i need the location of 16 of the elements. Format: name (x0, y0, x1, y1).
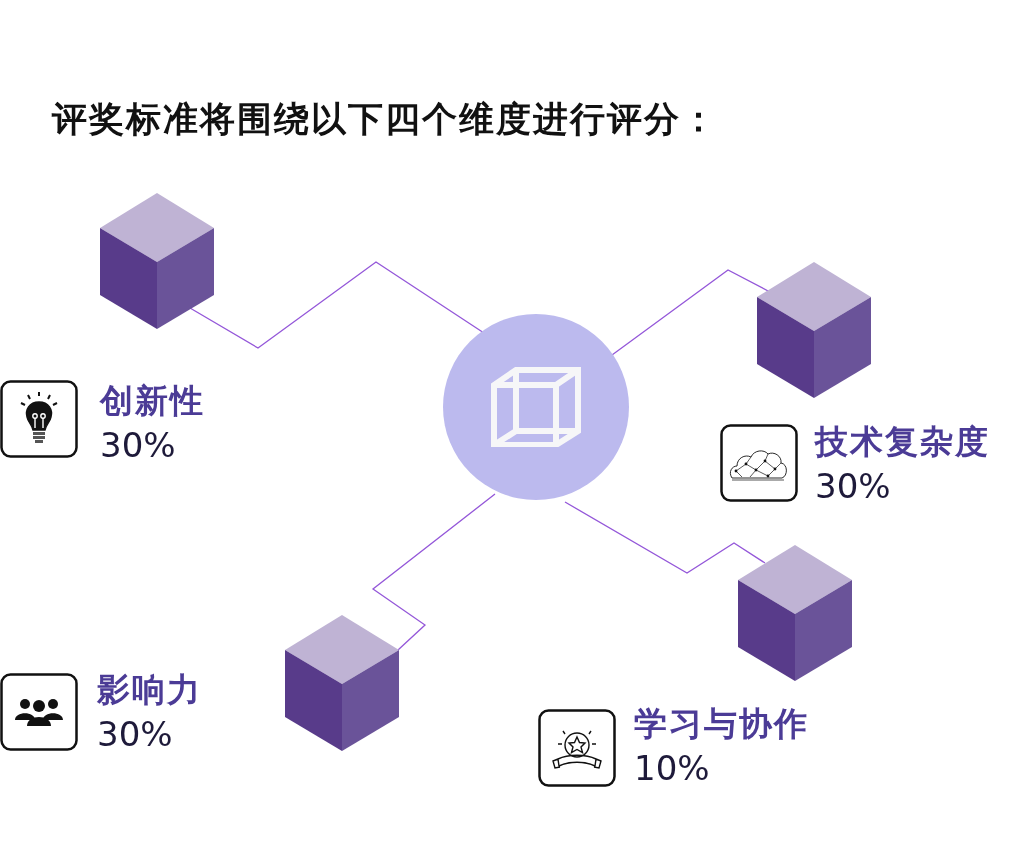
title: 评奖标准将围绕以下四个维度进行评分： (52, 98, 718, 141)
cube (757, 262, 871, 398)
cube (100, 193, 214, 329)
category-name: 技术复杂度 (815, 423, 990, 461)
cube (738, 545, 852, 681)
percentage: 30% (97, 715, 173, 753)
percentage: 30% (100, 426, 176, 464)
category-name: 创新性 (100, 382, 205, 420)
connector-line (611, 269, 771, 356)
percentage: 30% (815, 467, 891, 505)
category-name: 影响力 (97, 671, 202, 709)
connector-line (564, 501, 766, 574)
percentage: 10% (634, 749, 710, 787)
category-name: 学习与协作 (634, 705, 809, 743)
connector-line (371, 493, 496, 651)
cube (285, 615, 399, 751)
